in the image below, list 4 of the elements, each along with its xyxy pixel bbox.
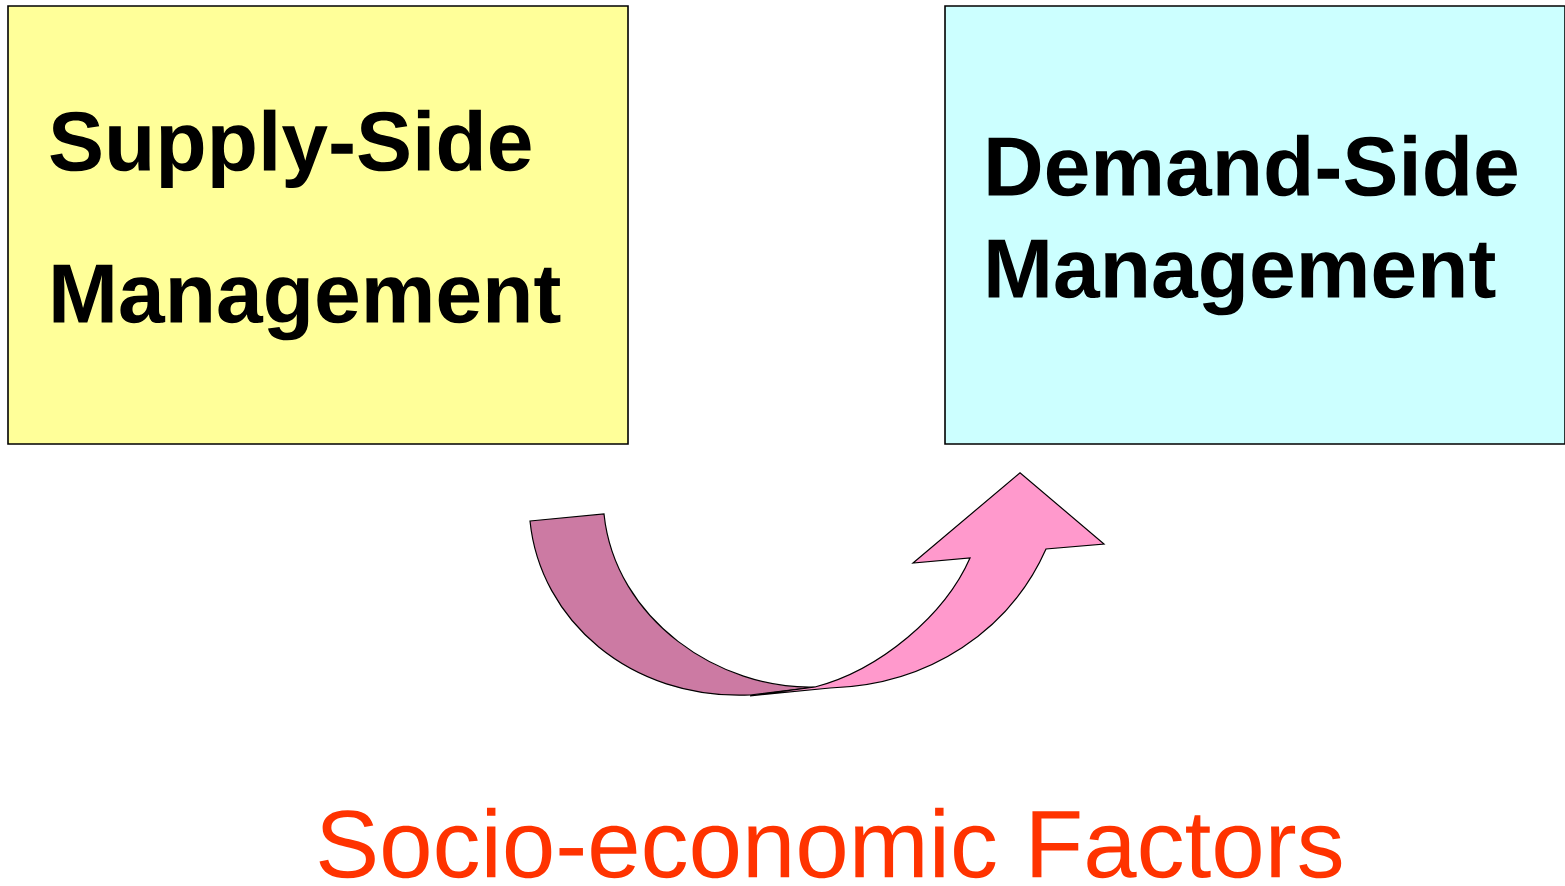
factor-label: Socio-economic Factors bbox=[319, 807, 1342, 879]
curved-arrow bbox=[529, 472, 1105, 697]
management-box: Supply-Side Management bbox=[7, 5, 629, 445]
management-box: Demand-Side Management bbox=[944, 5, 1565, 445]
